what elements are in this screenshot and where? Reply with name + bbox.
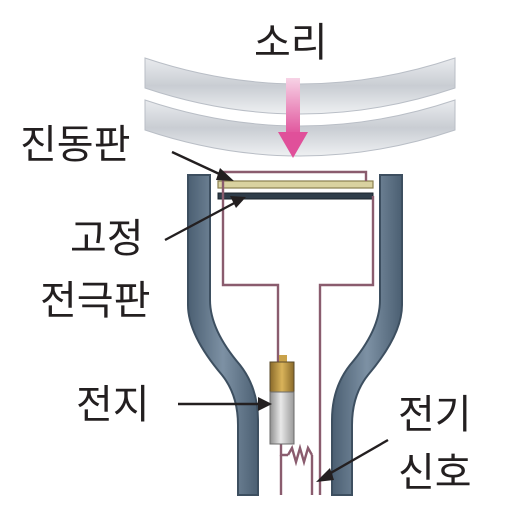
tube-wall-right [331,174,403,496]
leader-lines [164,150,389,480]
label-fixed-electrode-line1: 고정 [70,216,144,262]
wire-right [318,196,375,495]
wire-left [221,170,368,362]
label-sound: 소리 [254,20,328,66]
label-diaphragm: 진동판 [20,122,130,168]
leader-signal [321,438,389,480]
arrowhead-battery [258,397,272,411]
label-signal-line1: 전기 [398,392,472,438]
microphone-tube [187,174,403,496]
diaphragm-plate [217,180,374,189]
battery-icon [269,355,295,445]
tube-wall-left [187,174,259,496]
zigzag-resistor-icon [286,443,314,467]
arrow-down-icon [278,78,308,158]
arrowhead-fixed-electrode [230,196,246,208]
wire-battery-bottom [279,444,288,457]
label-fixed-electrode-line2: 전극판 [40,278,150,324]
label-battery: 전지 [76,382,150,428]
circuit-wires [221,170,375,495]
arrowhead-diaphragm [216,168,234,181]
label-signal-line2: 신호 [398,450,472,496]
leader-fixed-electrode [164,198,241,242]
leader-arrowheads [216,168,334,482]
arrowhead-signal [316,468,334,482]
